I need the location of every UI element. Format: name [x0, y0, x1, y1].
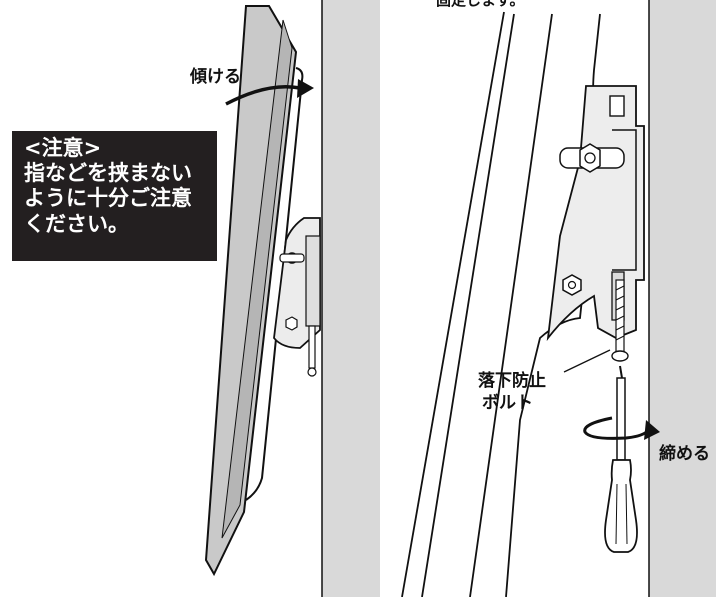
tilt-arrow [225, 79, 314, 106]
top-caption-fragment: 固定します。 [436, 0, 525, 9]
bracket-closeup [546, 85, 645, 362]
bolt-leader-line [563, 349, 611, 373]
caution-line-3: ください。 [24, 211, 129, 236]
caution-line-1: 指などを挟まない [24, 161, 192, 186]
anti-fall-bolt-label-line1: 落下防止 [478, 371, 546, 391]
tighten-rotation-arrow [583, 416, 660, 440]
anti-fall-bolt-label-line2: ボルト [482, 393, 533, 413]
left-wall-bracket [273, 217, 321, 377]
tilt-label: 傾ける [190, 67, 241, 87]
caution-box: <注意> 指などを挟まない ように十分ご注意 ください。 [12, 131, 217, 261]
screwdriver [604, 365, 638, 553]
tighten-label: 締める [659, 444, 710, 464]
caution-line-2: ように十分ご注意 [24, 186, 192, 211]
caution-title: <注意> [24, 136, 102, 160]
left-wall [322, 0, 380, 597]
right-wall [649, 0, 716, 597]
